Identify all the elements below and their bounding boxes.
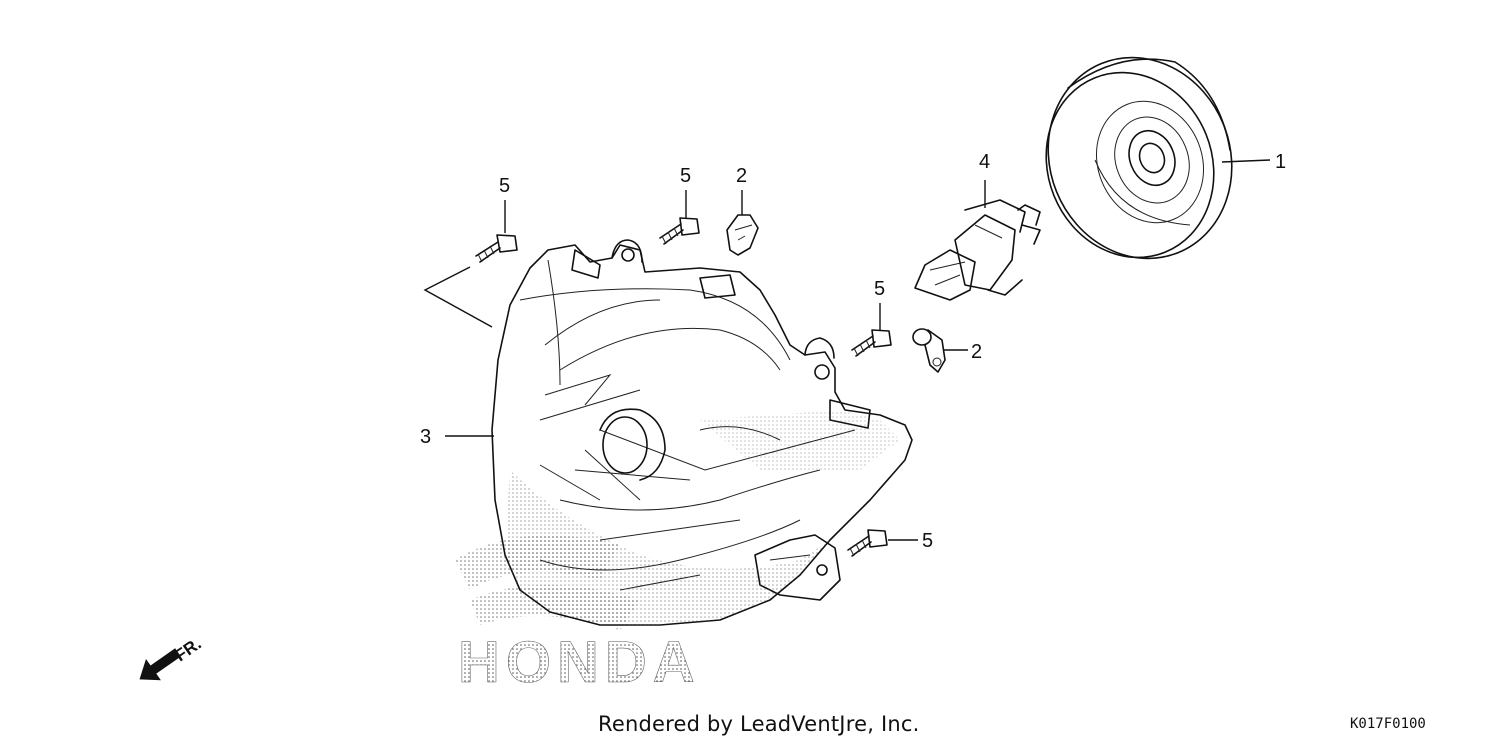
- front-orientation: FR.: [139, 634, 205, 681]
- diagram-code: K017F0100: [1350, 716, 1426, 732]
- screw-top-mid[interactable]: [659, 217, 700, 245]
- callout-part-4: 4: [979, 151, 990, 173]
- render-credit: Rendered by LeadVentJre, Inc.: [598, 712, 920, 736]
- arrow-down-left-icon: [139, 648, 181, 681]
- callout-part-2-upper: 2: [736, 165, 747, 187]
- halogen-bulb[interactable]: [914, 199, 1041, 301]
- leader-lines: [423, 159, 1271, 541]
- callouts: 1 4 2 2 3 5 5 5 5: [420, 151, 1286, 552]
- headlight-housing[interactable]: [491, 239, 913, 626]
- callout-part-2-lower: 2: [971, 341, 982, 363]
- screw-mid[interactable]: [851, 329, 892, 357]
- callout-part-3: 3: [420, 426, 431, 448]
- screw-bottom[interactable]: [847, 529, 888, 557]
- watermark-text: HONDA: [458, 630, 701, 695]
- callout-part-5-top-left: 5: [499, 175, 510, 197]
- callout-part-5-mid: 5: [874, 278, 885, 300]
- clip-lower[interactable]: [912, 328, 946, 373]
- front-label: FR.: [171, 634, 204, 665]
- callout-part-5-top-mid: 5: [680, 165, 691, 187]
- screw-top-left[interactable]: [475, 234, 518, 263]
- dust-cover[interactable]: [1018, 30, 1261, 287]
- clip-upper[interactable]: [726, 214, 759, 256]
- callout-part-5-bottom: 5: [922, 530, 933, 552]
- callout-part-1: 1: [1275, 151, 1286, 173]
